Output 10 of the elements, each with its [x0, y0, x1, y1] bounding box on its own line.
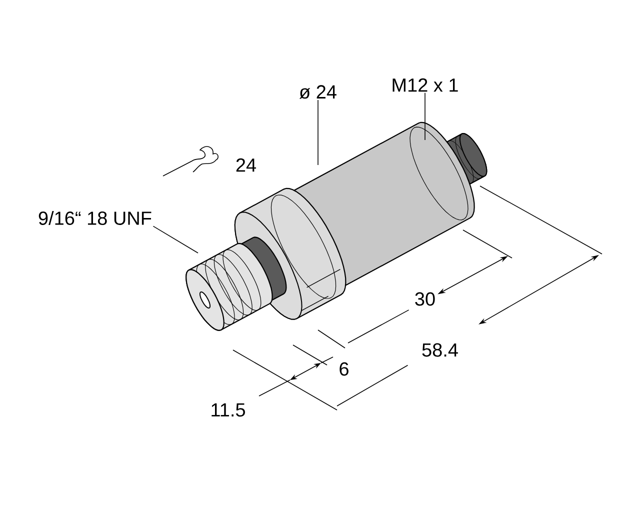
- leader-line: [424, 92, 426, 140]
- dimension-label: 6: [340, 362, 348, 376]
- dimension-label: ø 24: [299, 85, 336, 99]
- leader-line: [152, 226, 198, 254]
- dimension-label: 58.4: [422, 343, 458, 357]
- dimension-label: 9/16“ 18 UNF: [38, 211, 152, 225]
- dimension-label: M12 x 1: [392, 78, 458, 92]
- dimension-label: 24: [236, 158, 256, 172]
- dimension-label: 11.5: [212, 403, 245, 417]
- dimension-label: 30: [415, 292, 435, 306]
